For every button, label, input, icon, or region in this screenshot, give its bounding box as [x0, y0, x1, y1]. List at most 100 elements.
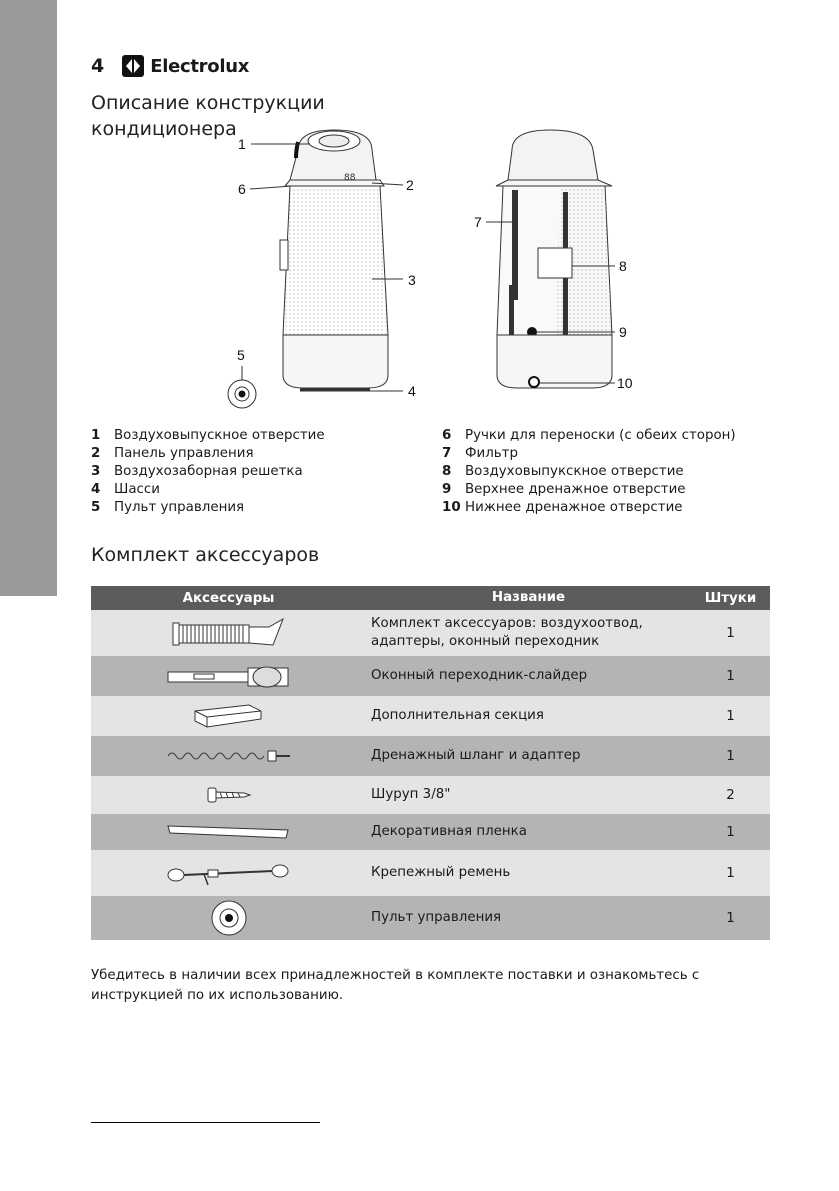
item-qty: 1	[726, 910, 735, 926]
item-qty: 1	[726, 668, 735, 684]
legend-num: 5	[91, 500, 101, 515]
rear-unit-drawing	[495, 129, 613, 389]
legend-item: 4 Шасси	[91, 481, 325, 499]
legend-text: Пульт управления	[114, 500, 245, 515]
table-row: Дополнительная секция 1	[91, 696, 770, 736]
electrolux-logo-icon	[122, 55, 145, 77]
section-title-line1: Описание конструкции	[91, 92, 325, 114]
table-header: Аксессуары Название Штуки	[91, 586, 770, 610]
legend-text: Верхнее дренажное отверстие	[465, 482, 686, 497]
legend-text: Ручки для переноски (с обеих сторон)	[465, 428, 736, 443]
item-name-line2: адаптеры, оконный переходник	[371, 634, 600, 649]
legend-num: 10	[442, 500, 461, 515]
legend-item: 10 Нижнее дренажное отверстие	[442, 499, 736, 517]
page-header: 4 Electrolux	[91, 52, 249, 80]
decorative-film-icon	[91, 814, 366, 850]
notice-text: Убедитесь в наличии всех принадлежностей…	[91, 968, 700, 1003]
legend-text: Воздуховыпускное отверстие	[114, 428, 325, 443]
brand-name: Electrolux	[150, 55, 250, 77]
legend-text: Воздухозаборная решетка	[114, 464, 303, 479]
table-row: Декоративная пленка 1	[91, 814, 770, 850]
item-name: Шуруп 3/8"	[371, 787, 451, 802]
legend-item: 6 Ручки для переноски (с обеих сторон)	[442, 427, 736, 445]
screw-icon	[91, 776, 366, 814]
item-name: Декоративная пленка	[371, 824, 527, 839]
item-name: Дополнительная секция	[371, 708, 544, 723]
item-qty: 1	[726, 824, 735, 840]
legend-item: 5 Пульт управления	[91, 499, 325, 517]
legend-num: 2	[91, 446, 101, 461]
page-number: 4	[91, 55, 105, 77]
legend-left: 1 Воздуховыпускное отверстие 2 Панель упра…	[91, 427, 325, 517]
item-name-line1: Комплект аксессуаров: воздухоотвод,	[371, 616, 643, 631]
item-name: Пульт управления	[371, 910, 502, 925]
callout-3: 3	[408, 272, 416, 288]
front-unit-drawing: 88	[279, 129, 389, 392]
header-name: Название	[491, 590, 566, 605]
brand-logo: Electrolux	[122, 55, 249, 77]
hose-kit-icon	[91, 610, 366, 656]
item-name: Оконный переходник-слайдер	[371, 668, 588, 683]
callout-4: 4	[408, 383, 416, 399]
callout-5: 5	[237, 347, 245, 363]
legend-num: 4	[91, 482, 101, 497]
item-name: Комплект аксессуаров: воздухоотвод, адап…	[366, 615, 691, 651]
legend-text: Панель управления	[114, 446, 254, 461]
table-row: Комплект аксессуаров: воздухоотвод, адап…	[91, 610, 770, 656]
legend-text: Воздуховыпукскное отверстие	[465, 464, 684, 479]
legend-item: 7 Фильтр	[442, 445, 736, 463]
air-conditioner-diagram: 88 1 2 3 4 5 6 7	[227, 129, 633, 409]
callout-6: 6	[238, 181, 246, 197]
legend-item: 8 Воздуховыпукскное отверстие	[442, 463, 736, 481]
item-qty: 1	[726, 708, 735, 724]
section-title-line2: кондиционера	[91, 118, 237, 140]
table-row: Крепежный ремень 1	[91, 850, 770, 896]
section-title-accessories: Комплект аксессуаров	[91, 544, 320, 566]
item-name: Дренажный шланг и адаптер	[371, 748, 581, 763]
accessories-table: Аксессуары Название Штуки Комплект аксе	[91, 586, 770, 940]
callout-1: 1	[238, 136, 246, 152]
legend-text: Шасси	[114, 482, 160, 497]
legend-num: 1	[91, 428, 101, 443]
callout-9: 9	[619, 324, 627, 340]
legend-num: 6	[442, 428, 452, 443]
legend-item: 3 Воздухозаборная решетка	[91, 463, 325, 481]
item-name: Крепежный ремень	[371, 865, 511, 880]
table-row: Пульт управления 1	[91, 896, 770, 940]
table-row: Оконный переходник-слайдер 1	[91, 656, 770, 696]
legend-num: 8	[442, 464, 452, 479]
svg-text:88: 88	[344, 173, 356, 183]
legend-text: Нижнее дренажное отверстие	[465, 500, 683, 515]
legend-num: 7	[442, 446, 452, 461]
side-tab-bar	[0, 0, 57, 596]
header-accessories: Аксессуары	[182, 590, 275, 606]
section-title-design: Описание конструкции кондиционера	[91, 90, 325, 142]
callout-numbers: 1 2 3 4 5 6 7 8 9 10	[237, 136, 633, 399]
legend-num: 9	[442, 482, 452, 497]
legend-num: 3	[91, 464, 101, 479]
callout-2: 2	[406, 177, 414, 193]
window-slider-icon	[91, 656, 366, 696]
item-qty: 1	[726, 865, 735, 881]
table-row: Шуруп 3/8" 2	[91, 776, 770, 814]
table-row: Дренажный шланг и адаптер 1	[91, 736, 770, 776]
legend-item: 9 Верхнее дренажное отверстие	[442, 481, 736, 499]
remote-control-icon	[91, 896, 366, 940]
item-qty: 2	[726, 787, 735, 803]
item-qty: 1	[726, 748, 735, 764]
legend-item: 1 Воздуховыпускное отверстие	[91, 427, 325, 445]
callout-7: 7	[474, 214, 482, 230]
item-qty: 1	[726, 625, 735, 641]
callout-8: 8	[619, 258, 627, 274]
mounting-strap-icon	[91, 850, 366, 896]
legend-item: 2 Панель управления	[91, 445, 325, 463]
remote-control-drawing	[227, 379, 257, 409]
footer-divider	[91, 1122, 320, 1123]
callout-leaders	[241, 143, 615, 392]
drain-hose-icon	[91, 736, 366, 776]
callout-10: 10	[617, 375, 633, 391]
header-qty: Штуки	[704, 590, 757, 606]
extension-section-icon	[91, 696, 366, 736]
legend-text: Фильтр	[465, 446, 518, 461]
